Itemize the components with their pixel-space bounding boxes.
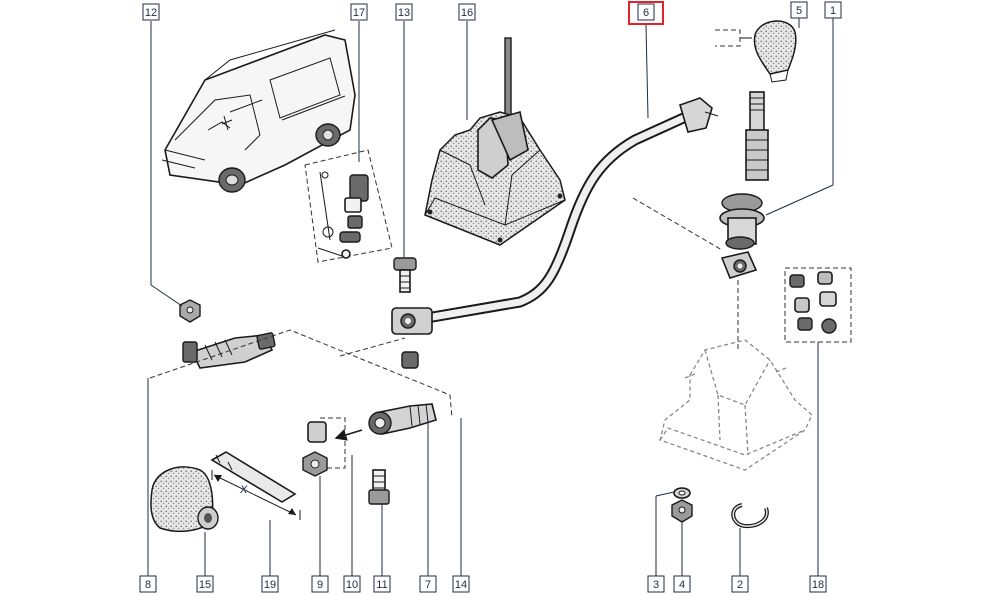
svg-text:16: 16: [461, 7, 473, 19]
svg-text:18: 18: [812, 579, 824, 591]
svg-text:11: 11: [376, 579, 387, 591]
callout-2: 2: [731, 575, 749, 593]
callout-4: 4: [673, 575, 691, 593]
svg-text:5: 5: [796, 5, 802, 17]
svg-text:13: 13: [398, 7, 410, 19]
svg-text:1: 1: [830, 5, 836, 17]
callout-18: 18: [809, 575, 827, 593]
svg-text:17: 17: [353, 7, 365, 19]
part-17-linkage-kit: [304, 149, 393, 263]
callout-12: 12: [142, 3, 160, 21]
dimension-x-label: X: [239, 484, 248, 496]
svg-text:19: 19: [264, 579, 276, 591]
part-6-selector-rod: [391, 97, 719, 335]
svg-text:14: 14: [455, 579, 467, 591]
lower-housing-ghost: [659, 339, 813, 471]
svg-text:4: 4: [679, 579, 685, 591]
assembly-line-clevis: [339, 337, 406, 357]
callout-16: 16: [458, 3, 476, 21]
part-1-lever-assembly: [719, 91, 769, 279]
part-16-lever-housing: [424, 37, 566, 246]
part-4-nut: [671, 499, 693, 523]
callout-3: 3: [647, 575, 665, 593]
svg-text:12: 12: [145, 7, 157, 19]
parts-9-10-bush-and-nut: [302, 417, 346, 477]
assembly-line-left: [149, 329, 453, 419]
part-12-nut: [179, 299, 201, 323]
callout-14: 14: [452, 575, 470, 593]
part-11-bolt: [368, 469, 390, 505]
part-18-bush-kit: [784, 267, 852, 343]
callout-6-highlighted: 6: [628, 1, 664, 25]
leader-lines: [147, 18, 834, 576]
part-2-circlip: [731, 503, 769, 529]
part-19-cable-tie: X: [210, 451, 301, 520]
svg-text:9: 9: [317, 579, 323, 591]
clevis-bush: [401, 351, 419, 369]
svg-text:8: 8: [145, 579, 151, 591]
callout-13: 13: [395, 3, 413, 21]
svg-text:7: 7: [425, 579, 431, 591]
callout-15: 15: [196, 575, 214, 593]
callout-5: 5: [790, 1, 808, 19]
part-5-gear-knob: [715, 20, 797, 83]
callout-10: 10: [343, 575, 361, 593]
callout-11: 11: [373, 575, 391, 593]
svg-text:2: 2: [737, 579, 743, 591]
callout-7: 7: [419, 575, 437, 593]
part-13-bolt: [393, 257, 417, 293]
svg-text:10: 10: [346, 579, 358, 591]
callout-17: 17: [350, 3, 368, 21]
callout-1: 1: [824, 1, 842, 19]
callout-9: 9: [311, 575, 329, 593]
callout-8: 8: [139, 575, 157, 593]
part-3-washer: [673, 487, 691, 499]
part-8-cable-end: [182, 332, 276, 369]
svg-text:6: 6: [643, 7, 649, 19]
svg-text:15: 15: [199, 579, 211, 591]
part-15-boot: [150, 466, 219, 532]
svg-text:3: 3: [653, 579, 659, 591]
part-7-ball-joint: [334, 403, 437, 441]
van-illustration: [161, 29, 356, 193]
callout-19: 19: [261, 575, 279, 593]
guide-rod-to-lever: [632, 197, 723, 251]
